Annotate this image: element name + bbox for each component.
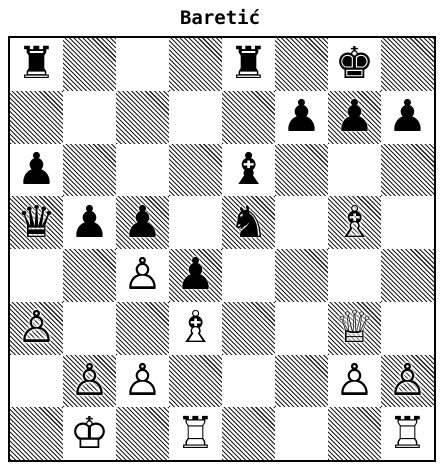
black-pawn-h7[interactable]: ♟ bbox=[388, 95, 427, 139]
square-f6[interactable] bbox=[275, 144, 328, 197]
chess-board: ♜ ♜ ♚ ♟ ♟ ♟ ♟ ♝ ♛ ♟ ♟ ♞ ♗ ♙ ♟ ♙ ♗ ♕ ♙ ♙ ♙ ♙ ♔ ♖ ♖ bbox=[8, 36, 436, 462]
white-pawn-a3[interactable]: ♙ bbox=[17, 306, 56, 350]
white-king-b1[interactable]: ♔ bbox=[70, 412, 109, 456]
square-h6[interactable] bbox=[381, 144, 434, 197]
square-d1[interactable]: ♖ bbox=[169, 407, 222, 460]
square-f2[interactable] bbox=[275, 355, 328, 408]
square-b6[interactable] bbox=[63, 144, 116, 197]
white-bishop-d3[interactable]: ♗ bbox=[176, 306, 215, 350]
square-g2[interactable]: ♙ bbox=[328, 355, 381, 408]
square-e5[interactable]: ♞ bbox=[222, 196, 275, 249]
square-e3[interactable] bbox=[222, 302, 275, 355]
square-a5[interactable]: ♛ bbox=[10, 196, 63, 249]
square-d4[interactable]: ♟ bbox=[169, 249, 222, 302]
square-g8[interactable]: ♚ bbox=[328, 38, 381, 91]
square-a2[interactable] bbox=[10, 355, 63, 408]
square-e1[interactable] bbox=[222, 407, 275, 460]
square-d8[interactable] bbox=[169, 38, 222, 91]
square-a4[interactable] bbox=[10, 249, 63, 302]
square-f7[interactable]: ♟ bbox=[275, 91, 328, 144]
square-b3[interactable] bbox=[63, 302, 116, 355]
square-c6[interactable] bbox=[116, 144, 169, 197]
white-rook-h1[interactable]: ♖ bbox=[388, 412, 427, 456]
square-d6[interactable] bbox=[169, 144, 222, 197]
square-h2[interactable]: ♙ bbox=[381, 355, 434, 408]
square-d5[interactable] bbox=[169, 196, 222, 249]
white-pawn-h2[interactable]: ♙ bbox=[388, 359, 427, 403]
white-rook-d1[interactable]: ♖ bbox=[176, 412, 215, 456]
white-pawn-g2[interactable]: ♙ bbox=[335, 359, 374, 403]
square-f3[interactable] bbox=[275, 302, 328, 355]
square-a1[interactable] bbox=[10, 407, 63, 460]
square-d7[interactable] bbox=[169, 91, 222, 144]
white-pawn-c4[interactable]: ♙ bbox=[123, 253, 162, 297]
square-c8[interactable] bbox=[116, 38, 169, 91]
square-e2[interactable] bbox=[222, 355, 275, 408]
square-e8[interactable]: ♜ bbox=[222, 38, 275, 91]
square-g1[interactable] bbox=[328, 407, 381, 460]
black-rook-a8[interactable]: ♜ bbox=[17, 42, 56, 86]
black-pawn-f7[interactable]: ♟ bbox=[282, 95, 321, 139]
square-c2[interactable]: ♙ bbox=[116, 355, 169, 408]
square-h8[interactable] bbox=[381, 38, 434, 91]
white-bishop-g5[interactable]: ♗ bbox=[335, 201, 374, 245]
square-h3[interactable] bbox=[381, 302, 434, 355]
square-b5[interactable]: ♟ bbox=[63, 196, 116, 249]
black-bishop-e6[interactable]: ♝ bbox=[229, 148, 268, 192]
black-pawn-g7[interactable]: ♟ bbox=[335, 95, 374, 139]
square-b1[interactable]: ♔ bbox=[63, 407, 116, 460]
square-f1[interactable] bbox=[275, 407, 328, 460]
square-c5[interactable]: ♟ bbox=[116, 196, 169, 249]
black-queen-a5[interactable]: ♛ bbox=[17, 201, 56, 245]
black-rook-e8[interactable]: ♜ bbox=[229, 42, 268, 86]
square-b4[interactable] bbox=[63, 249, 116, 302]
square-a3[interactable]: ♙ bbox=[10, 302, 63, 355]
white-pawn-b2[interactable]: ♙ bbox=[70, 359, 109, 403]
diagram-title: Baretić bbox=[0, 4, 440, 32]
black-king-g8[interactable]: ♚ bbox=[335, 42, 374, 86]
white-queen-g3[interactable]: ♕ bbox=[335, 306, 374, 350]
square-g3[interactable]: ♕ bbox=[328, 302, 381, 355]
black-pawn-b5[interactable]: ♟ bbox=[70, 201, 109, 245]
square-c7[interactable] bbox=[116, 91, 169, 144]
square-f8[interactable] bbox=[275, 38, 328, 91]
square-b7[interactable] bbox=[63, 91, 116, 144]
square-b8[interactable] bbox=[63, 38, 116, 91]
square-h1[interactable]: ♖ bbox=[381, 407, 434, 460]
square-h7[interactable]: ♟ bbox=[381, 91, 434, 144]
black-pawn-c5[interactable]: ♟ bbox=[123, 201, 162, 245]
square-h4[interactable] bbox=[381, 249, 434, 302]
square-g7[interactable]: ♟ bbox=[328, 91, 381, 144]
square-e7[interactable] bbox=[222, 91, 275, 144]
square-e6[interactable]: ♝ bbox=[222, 144, 275, 197]
square-f4[interactable] bbox=[275, 249, 328, 302]
square-g6[interactable] bbox=[328, 144, 381, 197]
square-a8[interactable]: ♜ bbox=[10, 38, 63, 91]
square-g5[interactable]: ♗ bbox=[328, 196, 381, 249]
square-d3[interactable]: ♗ bbox=[169, 302, 222, 355]
black-pawn-a6[interactable]: ♟ bbox=[17, 148, 56, 192]
square-e4[interactable] bbox=[222, 249, 275, 302]
white-pawn-c2[interactable]: ♙ bbox=[123, 359, 162, 403]
black-pawn-d4[interactable]: ♟ bbox=[176, 253, 215, 297]
black-knight-e5[interactable]: ♞ bbox=[229, 201, 268, 245]
square-c4[interactable]: ♙ bbox=[116, 249, 169, 302]
square-b2[interactable]: ♙ bbox=[63, 355, 116, 408]
square-g4[interactable] bbox=[328, 249, 381, 302]
square-c1[interactable] bbox=[116, 407, 169, 460]
square-c3[interactable] bbox=[116, 302, 169, 355]
square-h5[interactable] bbox=[381, 196, 434, 249]
square-d2[interactable] bbox=[169, 355, 222, 408]
square-f5[interactable] bbox=[275, 196, 328, 249]
square-a7[interactable] bbox=[10, 91, 63, 144]
square-a6[interactable]: ♟ bbox=[10, 144, 63, 197]
